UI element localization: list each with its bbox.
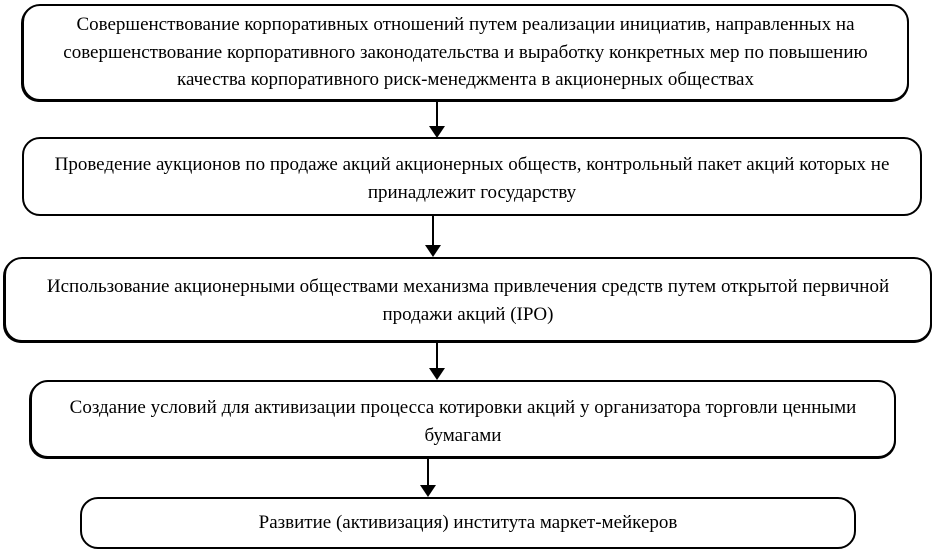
flowchart-node-2-label: Проведение аукционов по продаже акций ак… — [54, 154, 890, 203]
arrow-down-icon — [436, 343, 438, 368]
arrow-down-icon — [436, 101, 438, 126]
flowchart-node-5: Развитие (активизация) института маркет-… — [80, 497, 856, 549]
flowchart-node-3: Использование акционерными обществами ме… — [4, 257, 932, 342]
flowchart-node-2: Проведение аукционов по продаже акций ак… — [22, 137, 922, 216]
flowchart-node-3-label: Использование акционерными обществами ме… — [46, 276, 890, 325]
flowchart-node-1-label: Совершенствование корпоративных отношени… — [63, 13, 868, 91]
flowchart-node-1: Совершенствование корпоративных отношени… — [22, 4, 909, 101]
arrow-down-icon — [432, 216, 434, 245]
flowchart-node-5-label: Развитие (активизация) института маркет-… — [258, 512, 678, 534]
flowchart-node-4: Создание условий для активизации процесс… — [30, 380, 896, 458]
arrow-down-icon — [427, 458, 429, 485]
flowchart-node-4-label: Создание условий для активизации процесс… — [69, 397, 857, 446]
